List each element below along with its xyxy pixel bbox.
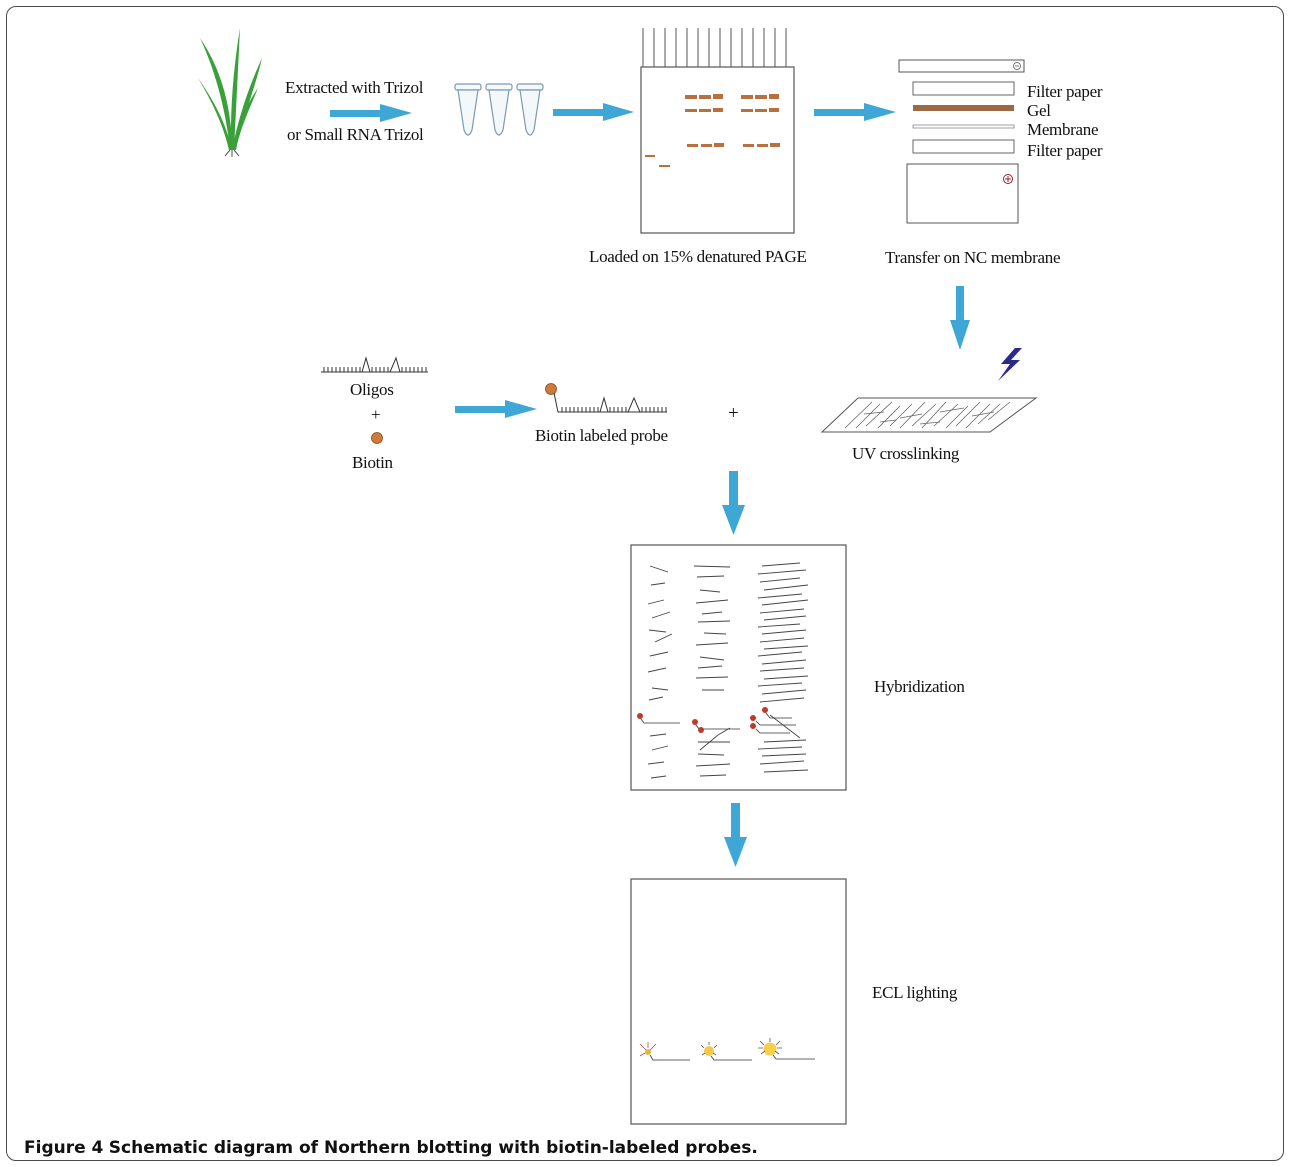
- ecl-signal-1: [639, 1042, 690, 1061]
- label-gel-caption: Loaded on 15% denatured PAGE: [589, 247, 807, 266]
- label-plus-big: +: [728, 403, 739, 424]
- page-gel: [640, 28, 795, 234]
- figure-number: Figure 4: [24, 1138, 104, 1158]
- tube-icon: [516, 83, 544, 136]
- figure-caption-text: Schematic diagram of Northern blotting w…: [108, 1138, 758, 1158]
- arrow-to-probe: [455, 400, 537, 418]
- ecl-signal-3: [758, 1038, 815, 1060]
- biotin-dot: [371, 432, 383, 444]
- figure-caption: Figure 4 Schematic diagram of Northern b…: [24, 1138, 758, 1158]
- label-filter-paper-top: Filter paper: [1027, 82, 1103, 101]
- label-gel: Gel: [1027, 101, 1051, 120]
- label-filter-paper-bottom: Filter paper: [1027, 141, 1103, 160]
- filter-paper-top: [912, 81, 1015, 96]
- hybridization-membrane: [630, 544, 847, 791]
- label-ecl-lighting: ECL lighting: [872, 983, 958, 1002]
- ecl-membrane: [630, 878, 847, 1125]
- uv-membrane: [820, 397, 1038, 433]
- tube-icons: [454, 83, 544, 136]
- arrow-to-uv: [950, 286, 970, 350]
- label-plus-small: +: [371, 405, 381, 424]
- membrane-layer: [912, 124, 1015, 129]
- tube-icon: [485, 83, 513, 136]
- label-oligos: Oligos: [350, 380, 394, 399]
- arrow-extract: [330, 104, 412, 122]
- transfer-stack: [898, 59, 1025, 224]
- label-extract-line2: or Small RNA Trizol: [287, 125, 424, 144]
- tube-icon: [454, 83, 482, 136]
- label-hybridization: Hybridization: [874, 677, 965, 696]
- label-uv-crosslinking: UV crosslinking: [852, 444, 960, 463]
- oligo-icon: [321, 356, 428, 373]
- rice-plant-icon: [198, 28, 262, 157]
- label-extract-line1: Extracted with Trizol: [285, 78, 424, 97]
- arrow-to-hybridization: [722, 471, 745, 535]
- figure-frame: [6, 6, 1284, 1161]
- arrow-to-ecl: [724, 803, 747, 867]
- label-transfer-caption: Transfer on NC membrane: [885, 248, 1061, 267]
- filter-paper-bottom: [912, 139, 1015, 154]
- hybrid-probes: [637, 707, 796, 734]
- gel-layer: [913, 105, 1014, 111]
- label-biotin: Biotin: [352, 453, 393, 472]
- lightning-icon: [998, 348, 1022, 381]
- label-membrane: Membrane: [1027, 120, 1099, 139]
- ecl-signal-2: [700, 1042, 752, 1061]
- probe-icon: [545, 383, 667, 413]
- label-probe: Biotin labeled probe: [535, 426, 668, 445]
- arrow-to-transfer: [814, 103, 896, 121]
- arrow-to-gel: [553, 103, 634, 121]
